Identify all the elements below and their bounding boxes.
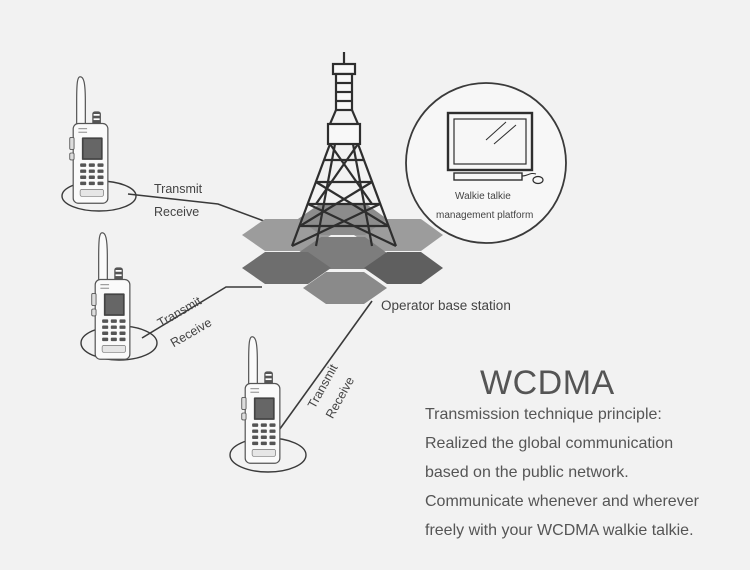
platform-label-line1: Walkie talkie xyxy=(455,191,511,202)
cell-hexagon xyxy=(364,252,443,284)
receive-label-top: Receive xyxy=(154,205,200,219)
connection-lines xyxy=(127,193,373,452)
description-text: Transmission technique principle: Realiz… xyxy=(425,400,745,545)
description-line: based on the public network. xyxy=(425,464,629,481)
platform-label-line2: management platform xyxy=(436,210,534,221)
link-line-bottom xyxy=(263,300,373,452)
description-line: Communicate whenever and wherever xyxy=(425,493,699,510)
tower-icon xyxy=(290,52,398,247)
description-line: Transmission technique principle: xyxy=(425,406,662,423)
base-station-label: Operator base station xyxy=(381,298,511,313)
link-line-top xyxy=(127,193,273,225)
cell-hexagon xyxy=(303,272,387,304)
link-line-middle xyxy=(141,286,262,339)
walkie-talkie-icon-top xyxy=(69,76,109,204)
page-title: WCDMA xyxy=(480,364,615,402)
transmit-label-top: Transmit xyxy=(154,182,203,196)
walkie-talkie-icon-middle xyxy=(91,232,131,360)
monitor-icon xyxy=(446,111,544,185)
cell-hexagon xyxy=(242,252,331,284)
cell-hexagons xyxy=(242,203,443,304)
walkie-talkie-icon-bottom xyxy=(241,336,281,464)
description-line: freely with your WCDMA walkie talkie. xyxy=(425,522,694,539)
description-line: Realized the global communication xyxy=(425,435,674,452)
